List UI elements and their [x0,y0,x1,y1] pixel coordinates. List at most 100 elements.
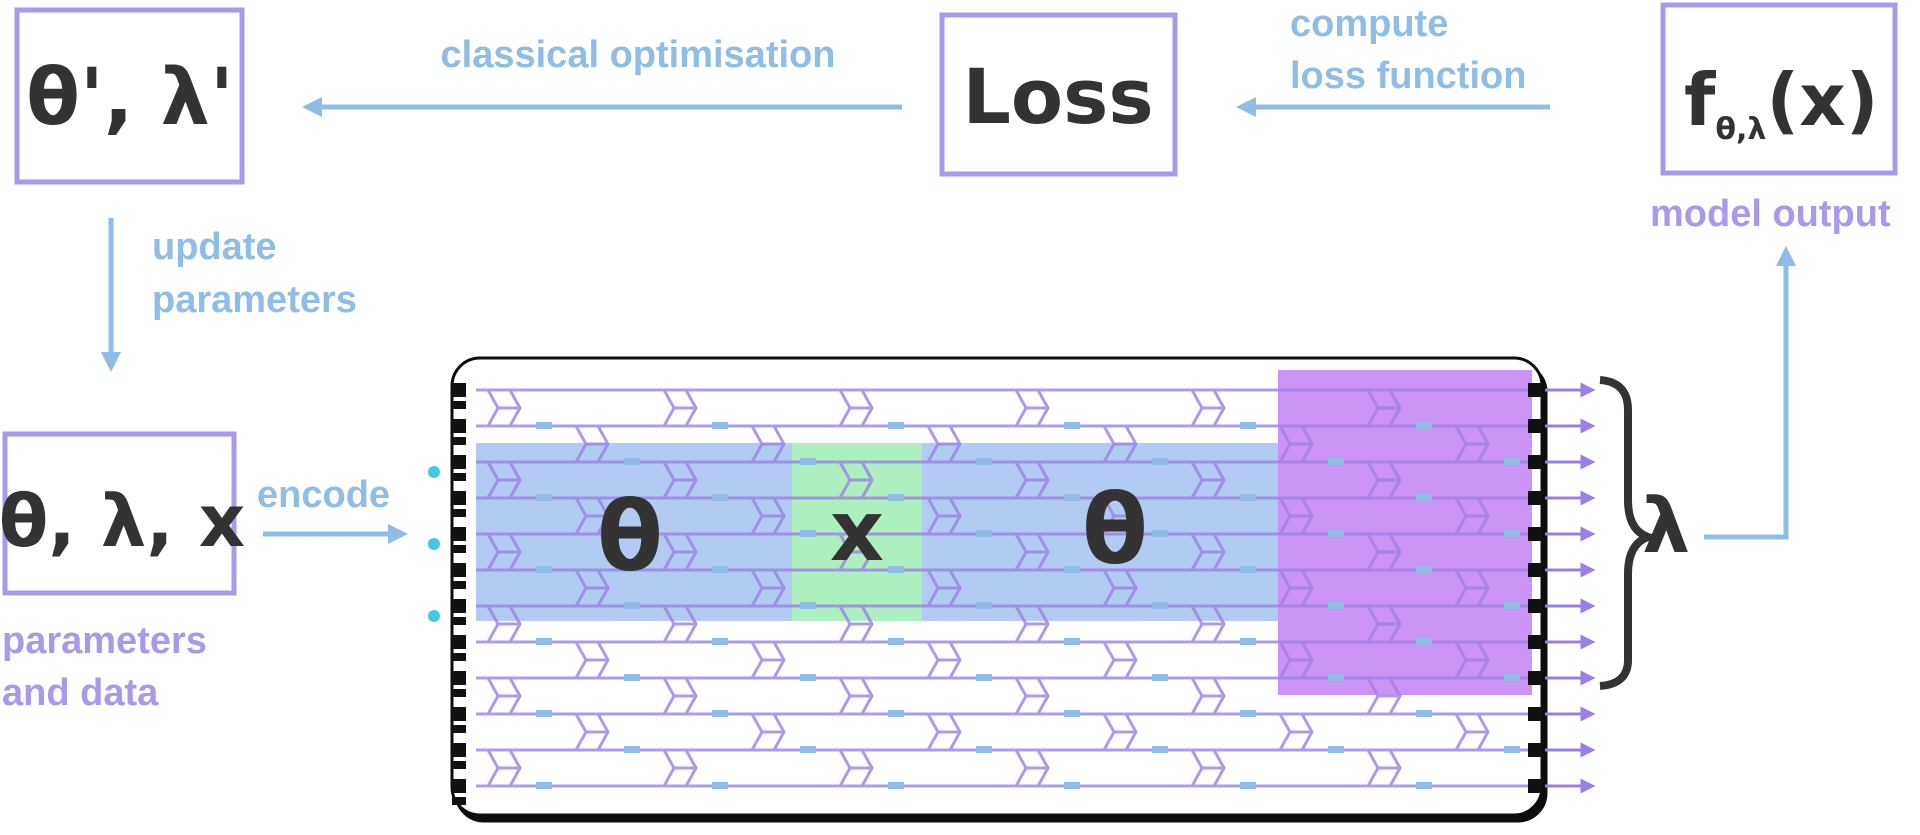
phase-shifter [1152,530,1168,537]
phase-shifter [888,422,904,429]
port-connector [452,743,466,757]
phase-shifter [888,638,904,645]
port-connector [452,527,466,541]
phase-shifter [712,782,728,789]
phase-shifter [976,674,992,681]
port-connector [1528,419,1542,433]
port-connector [1528,599,1542,613]
phase-shifter [888,494,904,501]
model-output-f: f [1684,58,1716,142]
port-spacer [452,761,466,769]
phase-shifter [1416,782,1432,789]
phase-shifter [1240,710,1256,717]
port-spacer [452,689,466,697]
lambda-label: λ [1642,481,1690,570]
phase-shifter [624,674,640,681]
phase-shifter [1152,674,1168,681]
phase-shifter [712,422,728,429]
phase-shifter [1504,458,1520,465]
port-connector [452,419,466,433]
phase-shifter [976,458,992,465]
phase-shifter [1064,566,1080,573]
left-port-connectors [452,383,466,805]
phase-shifter [536,494,552,501]
model-output-box: fθ,λ(x) [1660,2,1898,176]
port-connector [452,707,466,721]
port-spacer [452,437,466,445]
phase-shifter [1504,530,1520,537]
encode-label: encode [257,474,390,516]
phase-shifter [800,602,816,609]
updated-params-box: θ', λ' [14,7,245,185]
phase-shifter [888,566,904,573]
phase-shifter [1504,674,1520,681]
params-data-label-line2: and data [2,672,159,714]
inputs-label: θ, λ, x [0,479,245,563]
model-output-label: model output [1650,193,1891,235]
port-connector [1528,383,1542,397]
port-connector [452,599,466,613]
port-spacer [452,725,466,733]
phase-shifter [624,458,640,465]
port-connector [1528,527,1542,541]
port-connector [1528,671,1542,685]
updated-params-label: θ', λ' [26,53,234,143]
input-photon-dot [428,610,440,622]
port-spacer [452,581,466,589]
update-label-line2: parameters [152,279,357,321]
loss-label: Loss [962,52,1153,141]
model-output-subscript: θ,λ [1715,112,1766,147]
phase-shifter [536,566,552,573]
port-spacer [452,653,466,661]
port-spacer [452,797,466,805]
port-connector [1528,743,1542,757]
phase-shifter [1416,422,1432,429]
phase-shifter [1152,458,1168,465]
phase-shifter [1504,602,1520,609]
phase-shifter [1240,638,1256,645]
phase-shifter [976,530,992,537]
phase-shifter [624,602,640,609]
compute-label-line2: loss function [1290,55,1526,97]
phase-shifter [800,530,816,537]
phase-shifter [1152,746,1168,753]
input-photon-dot [428,466,440,478]
port-connector [452,779,466,793]
phase-shifter [1064,422,1080,429]
phase-shifter [800,674,816,681]
phase-shifter [1240,566,1256,573]
theta-right-label: θ [1082,474,1148,586]
port-connector [452,635,466,649]
port-connector [1528,779,1542,793]
classical-optimisation-label: classical optimisation [441,34,836,76]
loss-box: Loss [939,12,1178,177]
port-connector [1528,491,1542,505]
phase-shifter [888,782,904,789]
phase-shifter [1240,782,1256,789]
output-mode-arrows [1545,382,1596,794]
phase-shifter [1064,782,1080,789]
phase-shifter [888,710,904,717]
port-connector [452,563,466,577]
phase-shifter [712,710,728,717]
phase-shifter [536,638,552,645]
x-region-label: x [830,482,884,580]
phase-shifter [1064,494,1080,501]
phase-shifter [976,602,992,609]
phase-shifter [1240,494,1256,501]
port-spacer [452,473,466,481]
phase-shifter [624,746,640,753]
phase-shifter [1328,602,1344,609]
waveguide-paths [476,388,1532,788]
waveguide-mesh [476,388,1532,789]
phase-shifter [712,638,728,645]
model-output-arg: (x) [1766,58,1878,142]
phase-shifter [1328,746,1344,753]
phase-shifter [712,566,728,573]
port-spacer [452,509,466,517]
right-port-connectors [1528,383,1542,793]
update-label-line1: update [152,226,277,268]
port-spacer [452,401,466,409]
phase-shifter [1328,674,1344,681]
